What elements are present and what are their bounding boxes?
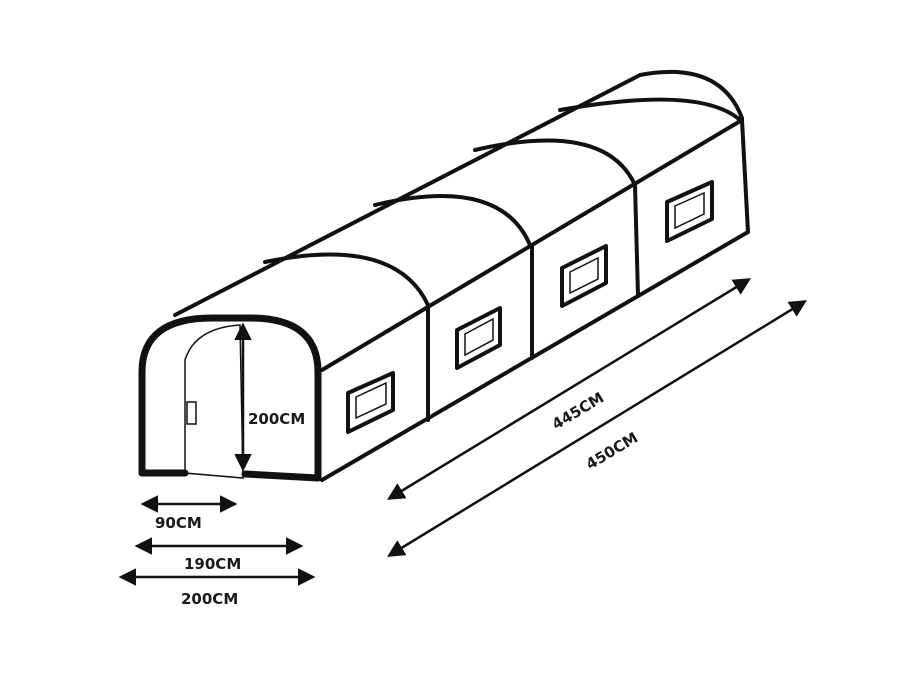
end-post bbox=[740, 118, 750, 234]
window-4 bbox=[665, 180, 714, 243]
door-height-label: 200CM bbox=[248, 410, 305, 428]
window-2 bbox=[455, 306, 502, 370]
inner-length-dimension: 445CM bbox=[387, 278, 751, 500]
panel-divider-3 bbox=[633, 183, 640, 298]
rib-3 bbox=[473, 138, 637, 187]
door-width-dimension: 90CM bbox=[140, 495, 238, 532]
inner-width-dimension: 190CM bbox=[134, 537, 304, 573]
door-width-label: 90CM bbox=[155, 514, 202, 532]
inner-length-arrow bbox=[387, 278, 751, 500]
outer-width-label: 200CM bbox=[181, 590, 238, 608]
window-1 bbox=[346, 371, 395, 434]
front-base-right bbox=[241, 470, 322, 482]
side-wall-bottom bbox=[320, 230, 750, 482]
window-3 bbox=[560, 244, 608, 308]
door-height-dimension: 200CM bbox=[234, 322, 305, 472]
roof-outline bbox=[173, 70, 744, 317]
inner-width-label: 190CM bbox=[184, 555, 241, 573]
greenhouse-drawing bbox=[138, 70, 750, 482]
rib-2 bbox=[373, 194, 532, 247]
front-arch bbox=[138, 314, 322, 482]
rib-4 bbox=[558, 97, 742, 122]
outer-length-label: 450CM bbox=[583, 429, 641, 474]
door-handle bbox=[186, 401, 197, 425]
outer-width-dimension: 200CM bbox=[118, 568, 316, 608]
outer-length-arrow bbox=[387, 300, 807, 557]
outer-length-dimension: 450CM bbox=[387, 300, 807, 557]
rib-1 bbox=[263, 252, 430, 307]
